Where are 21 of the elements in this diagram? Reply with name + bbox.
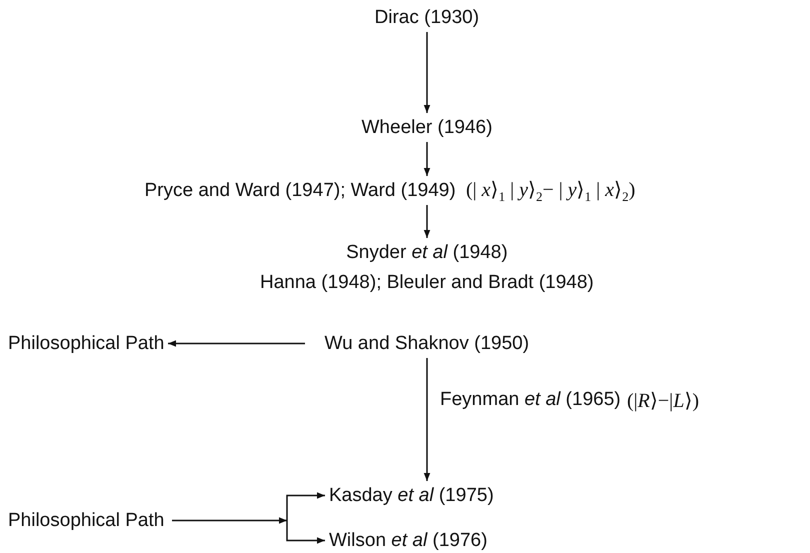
arrow — [286, 492, 325, 520]
node-text: Wilson et al (1976) — [329, 529, 488, 552]
node-text: Hanna (1948); Bleuler and Bradt (1948) — [260, 271, 594, 294]
annotation-text: Feynman et al (1965) — [440, 389, 621, 411]
node-text: Philosophical Path — [8, 332, 164, 355]
arrow — [172, 517, 287, 524]
arrow — [424, 205, 430, 238]
formula: (| x⟩$_{1}$ | y⟩$_{2}$− | y⟩$_{1}$ | x⟩$_{2}$) — [466, 178, 636, 205]
formula: (|R⟩−|L⟩) — [627, 389, 699, 413]
arrow — [168, 340, 305, 347]
node-text: Pryce and Ward (1947); Ward (1949) — [144, 179, 456, 202]
arrow — [286, 520, 325, 544]
node-text: Dirac (1930) — [374, 6, 480, 29]
arrow — [424, 32, 430, 113]
node-text: Wu and Shaknov (1950) — [324, 332, 530, 355]
node-text: Snyder et al (1948) — [345, 241, 509, 264]
arrow — [424, 358, 430, 481]
node-text: Philosophical Path — [8, 509, 164, 532]
node-text: Kasday et al (1975) — [329, 484, 494, 507]
node-text: Wheeler (1946) — [362, 116, 492, 139]
arrow — [424, 142, 430, 176]
